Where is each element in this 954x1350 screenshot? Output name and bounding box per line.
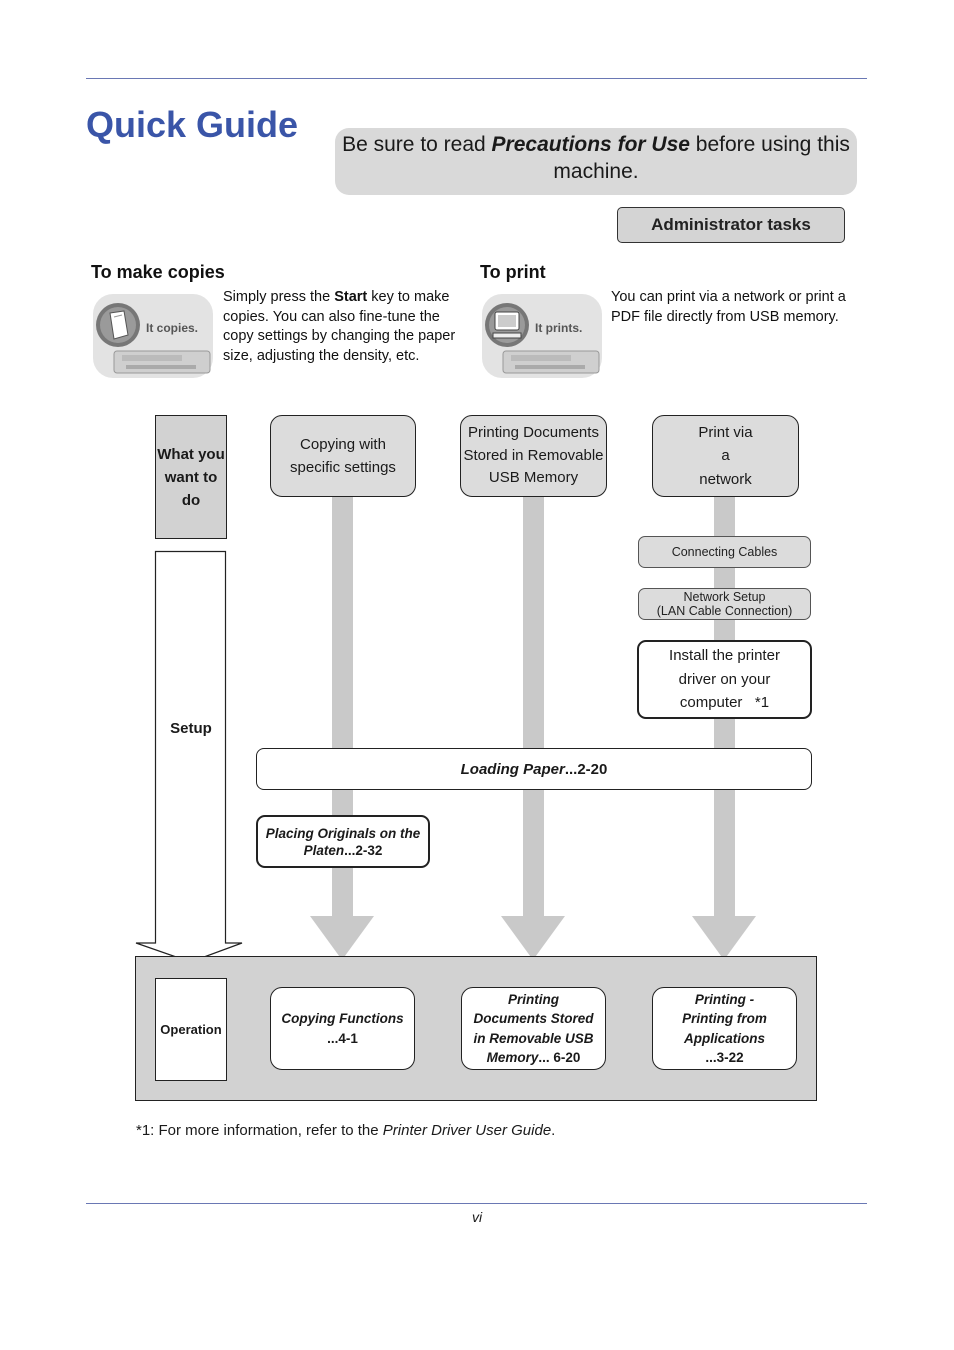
print-heading: To print bbox=[480, 262, 546, 282]
copy-column-arrowhead bbox=[310, 916, 374, 960]
copying-functions-title: Copying Functions bbox=[281, 1011, 404, 1026]
copies-description: Simply press the Start key to make copie… bbox=[223, 288, 473, 366]
step-connecting-cables[interactable]: Connecting Cables bbox=[638, 536, 811, 568]
start-key-text: Start bbox=[334, 289, 368, 305]
what-you-want-label: What you want to do bbox=[155, 415, 227, 539]
setup-label: Setup bbox=[170, 720, 212, 737]
operation-printing-usb[interactable]: Printing Documents Stored in Removable U… bbox=[461, 987, 606, 1070]
install-driver-note: *1 bbox=[754, 694, 770, 712]
goal-copying-specific-settings: Copying with specific settings bbox=[270, 415, 416, 497]
copy-column-pillar bbox=[332, 496, 353, 918]
network-setup-line1: Network Setup bbox=[683, 589, 766, 604]
page-number: vi bbox=[471, 1209, 483, 1225]
copies-heading: To make copies bbox=[91, 262, 225, 282]
step-placing-originals[interactable]: Placing Originals on the Platen...2-32 bbox=[256, 815, 430, 868]
bottom-rule bbox=[86, 1203, 867, 1204]
copying-functions-ref: ...4-1 bbox=[327, 1030, 358, 1046]
operation-printing-applications[interactable]: Printing - Printing from Applications...… bbox=[652, 987, 797, 1070]
copier-icon-caption: It copies. bbox=[146, 321, 199, 335]
footnote-text-pre: *1: For more information, refer to the bbox=[136, 1122, 383, 1139]
page-title: Quick Guide bbox=[86, 104, 299, 145]
printing-applications-title: Printing - Printing from Applications bbox=[682, 991, 767, 1046]
loading-paper-title: Loading Paper bbox=[460, 760, 565, 778]
footnote: *1: For more information, refer to the P… bbox=[136, 1122, 555, 1139]
usb-column-arrowhead bbox=[501, 916, 565, 960]
step-network-setup[interactable]: Network Setup (LAN Cable Connection) bbox=[638, 588, 811, 620]
copier-icon: It copies. bbox=[92, 293, 214, 379]
goal-print-via-network: Print via a network bbox=[652, 415, 799, 497]
step-install-printer-driver[interactable]: Install the printer driver on your compu… bbox=[637, 640, 812, 719]
placing-originals-ref: ...2-32 bbox=[344, 842, 383, 858]
precautions-notice: Be sure to read Precautions for Use befo… bbox=[335, 128, 857, 195]
operation-copying-functions[interactable]: Copying Functions ...4-1 bbox=[270, 987, 415, 1070]
network-column-arrowhead bbox=[692, 916, 756, 960]
operation-label: Operation bbox=[155, 978, 227, 1081]
top-rule bbox=[86, 78, 867, 79]
placing-originals-title: Placing Originals on the Platen bbox=[265, 825, 421, 858]
copies-text-post: key to make copies. You can also fine-tu… bbox=[223, 289, 456, 364]
notice-text-pre: Be sure to read bbox=[342, 133, 492, 156]
footnote-text-post: . bbox=[551, 1122, 556, 1139]
step-loading-paper[interactable]: Loading Paper...2-20 bbox=[256, 748, 812, 790]
printing-usb-ref: ... 6-20 bbox=[538, 1050, 581, 1065]
printer-icon-caption: It prints. bbox=[535, 321, 583, 335]
print-description: You can print via a network or print a P… bbox=[611, 289, 846, 325]
printer-icon: It prints. bbox=[481, 293, 603, 379]
printing-applications-ref: ...3-22 bbox=[705, 1050, 744, 1065]
usb-column-pillar bbox=[523, 496, 544, 918]
goal-printing-usb-memory: Printing Documents Stored in Removable U… bbox=[460, 415, 607, 497]
install-driver-text: Install the printer driver on your compu… bbox=[669, 647, 780, 712]
notice-link-text[interactable]: Precautions for Use bbox=[491, 133, 690, 156]
printing-usb-title: Printing Documents Stored in Removable U… bbox=[473, 991, 594, 1066]
notice-text-post: before using this machine. bbox=[553, 133, 850, 183]
administrator-tasks-label: Administrator tasks bbox=[617, 207, 845, 243]
loading-paper-ref: ...2-20 bbox=[564, 760, 608, 778]
footnote-guide-title: Printer Driver User Guide bbox=[382, 1122, 552, 1139]
setup-arrow bbox=[135, 550, 243, 963]
network-setup-line2: (LAN Cable Connection) bbox=[656, 604, 793, 618]
copies-text-pre: Simply press the bbox=[223, 289, 335, 305]
